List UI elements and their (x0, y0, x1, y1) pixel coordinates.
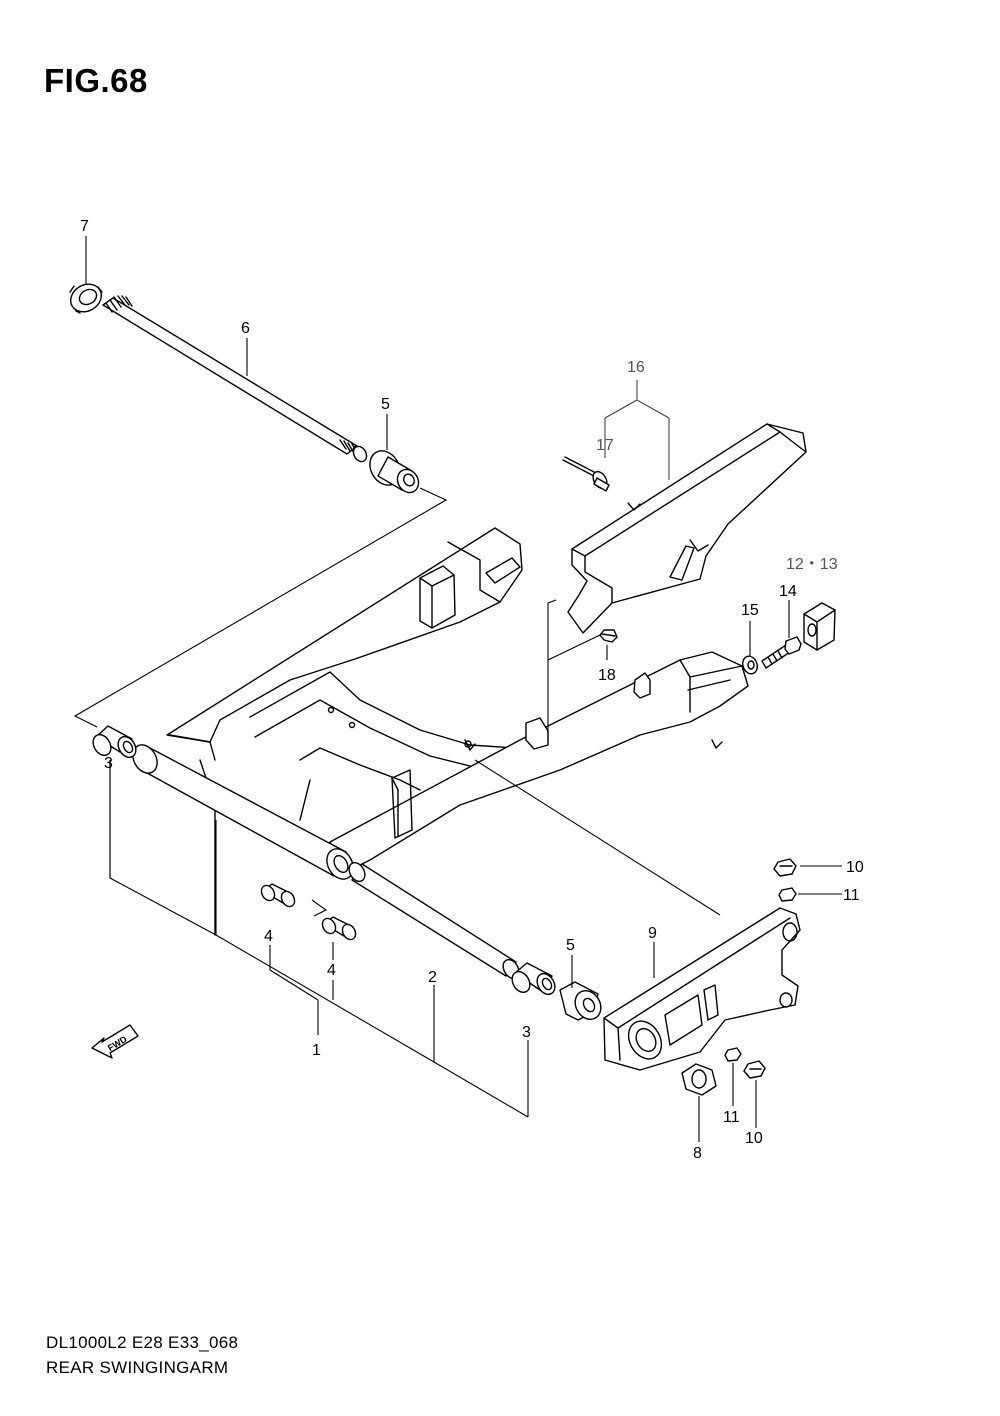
callout-5-lower: 5 (566, 937, 575, 954)
part-1-swingarm (132, 527, 749, 936)
callout-8: 8 (693, 1145, 702, 1162)
callout-10-upper: 10 (846, 859, 864, 876)
part-6-pivot-shaft (102, 295, 368, 463)
part-5-lower-collar (559, 981, 602, 1021)
part-14-bolt (761, 636, 802, 669)
part-16-chain-case (567, 423, 807, 634)
callout-4-a: 4 (264, 928, 273, 945)
callout-15: 15 (741, 602, 759, 619)
part-18-screw (599, 629, 618, 643)
callout-4-b: 4 (327, 962, 336, 979)
callout-2: 2 (428, 969, 437, 986)
part-17-rivet (562, 456, 610, 492)
callout-3-upper: 3 (104, 755, 113, 772)
part-12-13-nut-clip (803, 602, 836, 651)
callout-10-lower: 10 (745, 1130, 763, 1147)
part-5-upper-collar (369, 450, 420, 494)
callout-11-upper: 11 (843, 887, 860, 904)
part-7-pivot-nut (69, 283, 103, 314)
fwd-arrow-icon: FWD (91, 1024, 139, 1059)
model-code: DL1000L2 E28 E33_068 (46, 1333, 239, 1352)
part-10-bolt-upper (773, 858, 797, 877)
figure-title: FIG.68 (44, 62, 148, 99)
part-4-bearing-a (260, 883, 296, 908)
callout-labels: 7 6 5 16 17 12・13 14 15 18 3 4 4 2 5 3 1… (80, 218, 864, 1162)
part-15-washer (742, 655, 758, 675)
callout-3-lower: 3 (522, 1024, 531, 1041)
callout-16: 16 (627, 359, 645, 376)
callout-1: 1 (312, 1042, 321, 1059)
callout-7: 7 (80, 218, 89, 235)
part-10-bolt-lower (743, 1060, 766, 1079)
callout-14: 14 (779, 583, 797, 600)
part-11-collar-lower (724, 1047, 742, 1062)
callout-9: 9 (648, 925, 657, 942)
part-3-bearing-lower (511, 962, 556, 996)
figure-name: REAR SWINGINGARM (46, 1358, 229, 1377)
part-3-bearing-upper (92, 725, 137, 759)
leader-lines (85, 236, 842, 1142)
part-4-bearing-b (321, 916, 357, 941)
assembly-lines (73, 487, 721, 917)
callout-11-lower: 11 (723, 1109, 740, 1126)
callout-18: 18 (598, 667, 616, 684)
callout-6: 6 (241, 320, 250, 337)
part-8-nut (681, 1063, 717, 1096)
part-2-spacer (348, 861, 520, 980)
callout-12-13: 12・13 (786, 556, 838, 573)
callout-5-upper: 5 (381, 396, 390, 413)
callout-17: 17 (596, 437, 614, 454)
part-11-collar-upper (778, 887, 797, 902)
part-9-chain-buffer (603, 907, 801, 1071)
